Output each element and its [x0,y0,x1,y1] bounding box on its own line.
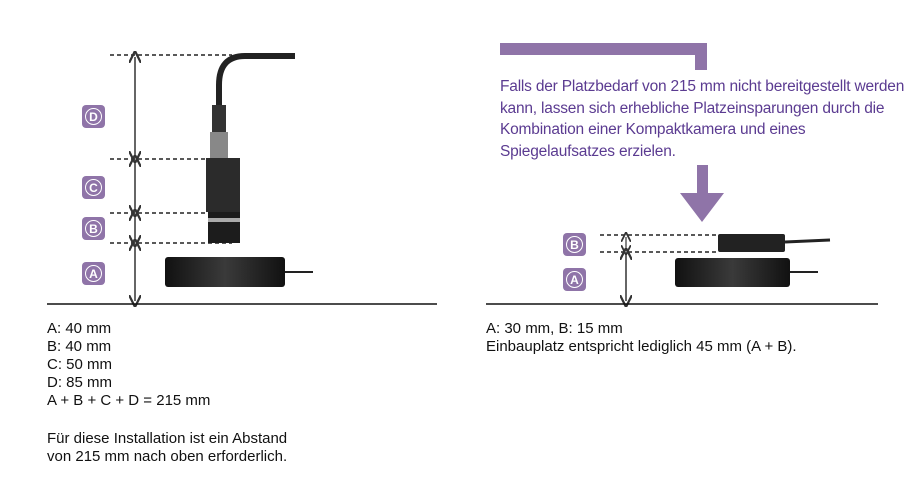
callout-bracket [500,43,707,70]
legend-c: C: 50 mm [47,356,113,373]
badge-a: A [82,262,105,285]
left-legend: A: 40 mm B: 40 mm C: 50 mm D: 85 mm A + … [47,320,210,410]
badge-a-right: A [563,268,586,291]
note-line: von 215 mm nach oben erforderlich. [47,448,288,465]
camera-cable [216,53,295,130]
callout-text: Falls der Platzbedarf von 215 mm nicht b… [500,78,905,160]
badge-b-right: B [563,233,586,256]
ring-light [165,257,285,287]
legend-total: Einbauplatz entspricht lediglich 45 mm (… [486,338,797,355]
note-line: Für diese Installation ist ein Abstand [47,430,288,447]
lens [208,212,240,243]
down-arrow [680,165,724,222]
legend-ab: A: 30 mm, B: 15 mm [486,320,623,337]
compact-camera [718,234,785,252]
badge-d: D [82,105,105,128]
left-note: Für diese Installation ist ein Abstand v… [47,430,287,466]
connector [212,105,226,132]
badge-b: B [82,217,105,240]
badge-c: C [82,176,105,199]
legend-b: B: 40 mm [47,338,112,355]
legend-d: D: 85 mm [47,374,113,391]
camera-body [206,158,240,212]
legend-a: A: 40 mm [47,320,112,337]
ring-light-right [675,258,790,287]
legend-sum: A + B + C + D = 215 mm [47,392,211,409]
right-legend: A: 30 mm, B: 15 mm Einbauplatz entsprich… [486,320,797,356]
